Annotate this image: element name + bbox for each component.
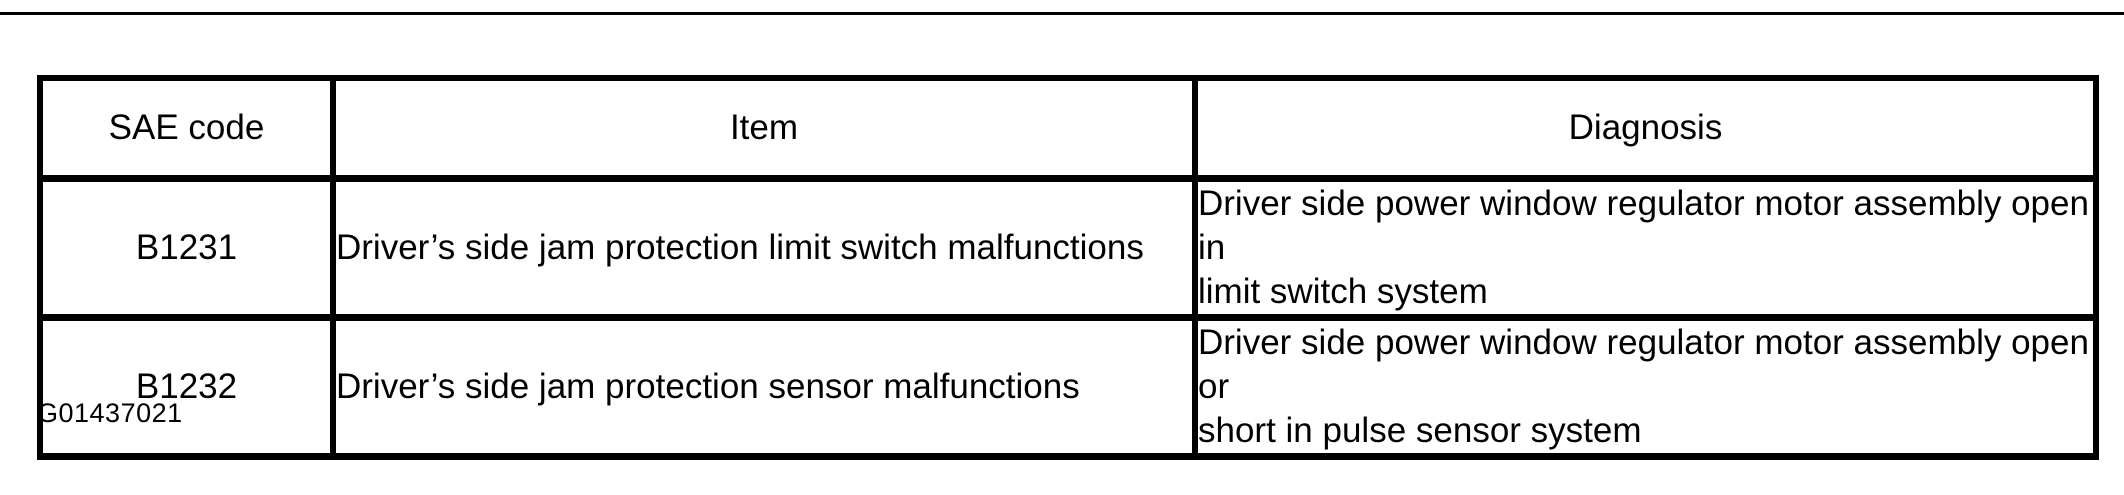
table-row-b1232: B1232 Driver’s side jam protection senso…: [37, 314, 2099, 460]
dtc-table: SAE code Item Diagnosis B1231 Driver’s s…: [37, 75, 2099, 460]
cell-diagnosis: Driver side power window regulator motor…: [1192, 314, 2099, 460]
figure-id-label: G01437021: [37, 398, 183, 428]
col-header-diagnosis: Diagnosis: [1192, 75, 2099, 182]
col-header-sae-code: SAE code: [37, 75, 336, 182]
cell-diagnosis: Driver side power window regulator motor…: [1192, 175, 2099, 321]
col-header-item: Item: [330, 75, 1198, 182]
table-row-b1231: B1231 Driver’s side jam protection limit…: [37, 175, 2099, 321]
header-row: SAE code Item Diagnosis: [37, 75, 2099, 182]
cell-item: Driver’s side jam protection limit switc…: [330, 175, 1198, 321]
page-top-rule: [0, 12, 2124, 15]
cell-item: Driver’s side jam protection sensor malf…: [330, 314, 1198, 460]
cell-sae-code: B1231: [37, 175, 336, 321]
cell-sae-code: B1232: [37, 314, 336, 460]
